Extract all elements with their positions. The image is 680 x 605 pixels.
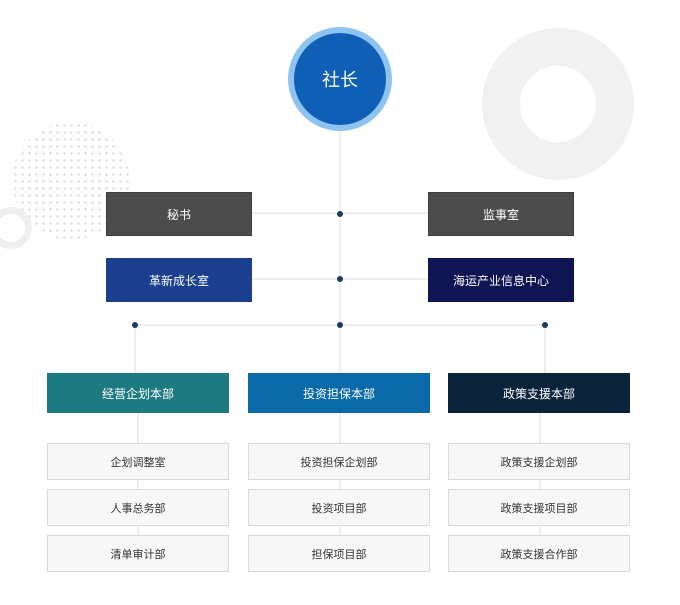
staff-label: 革新成长室 — [148, 273, 209, 288]
division-label: 投资担保本部 — [302, 386, 375, 401]
staff-label: 海运产业信息中心 — [452, 273, 549, 288]
department-box: 人事总务部 — [47, 489, 229, 526]
division-box-management: 经营企划本部 — [47, 373, 229, 413]
division-box-policy: 政策支援本部 — [448, 373, 630, 413]
division-box-investment: 投资担保本部 — [248, 373, 430, 413]
department-label: 政策支援项目部 — [500, 501, 578, 515]
staff-box-innovation: 革新成长室 — [106, 258, 252, 302]
department-label: 企划调整室 — [110, 455, 166, 469]
junction-dot — [542, 322, 548, 328]
department-box: 政策支援项目部 — [448, 489, 630, 526]
department-box: 投资项目部 — [248, 489, 430, 526]
staff-box-secretary: 秘书 — [106, 192, 252, 236]
ceo-label: 社长 — [322, 70, 358, 91]
department-label: 投资项目部 — [311, 501, 367, 515]
department-box: 担保项目部 — [248, 535, 430, 572]
department-box: 清单审计部 — [47, 535, 229, 572]
division-label: 政策支援本部 — [502, 386, 575, 401]
department-label: 投资担保企划部 — [300, 455, 378, 469]
department-box: 企划调整室 — [47, 443, 229, 480]
department-box: 投资担保企划部 — [248, 443, 430, 480]
staff-label: 秘书 — [166, 207, 191, 222]
ceo-circle: 社长 — [294, 33, 386, 125]
ceo-node: 社长 — [288, 27, 392, 131]
division-label: 经营企划本部 — [101, 386, 174, 401]
department-label: 政策支援企划部 — [500, 455, 578, 469]
junction-dot — [337, 322, 343, 328]
staff-label: 监事室 — [482, 207, 519, 222]
department-label: 政策支援合作部 — [500, 547, 578, 561]
department-box: 政策支援合作部 — [448, 535, 630, 572]
department-label: 人事总务部 — [110, 501, 166, 515]
junction-dot — [337, 211, 343, 217]
department-label: 担保项目部 — [311, 547, 367, 561]
department-box: 政策支援企划部 — [448, 443, 630, 480]
junction-dot — [132, 322, 138, 328]
staff-box-audit: 监事室 — [428, 192, 574, 236]
decorative-half-ring — [0, 207, 32, 249]
junction-dot — [337, 276, 343, 282]
department-label: 清单审计部 — [110, 547, 166, 561]
staff-box-info-center: 海运产业信息中心 — [428, 258, 574, 302]
